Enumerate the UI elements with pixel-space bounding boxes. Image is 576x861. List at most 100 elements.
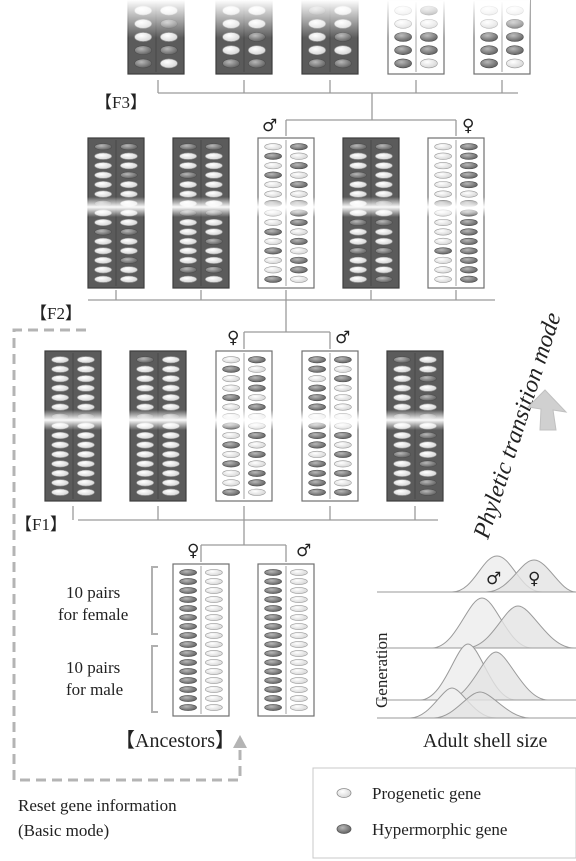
inset-male-symbol: ♂ xyxy=(486,569,501,589)
progenetic-gene xyxy=(334,460,352,468)
hypermorphic-gene xyxy=(419,479,437,487)
progenetic-gene xyxy=(205,659,223,666)
progenetic-gene xyxy=(205,704,223,711)
hypermorphic-gene xyxy=(264,228,282,236)
progenetic-gene xyxy=(94,152,112,160)
progenetic-gene xyxy=(77,356,95,364)
hypermorphic-gene xyxy=(290,256,308,264)
progenetic-gene xyxy=(77,460,95,468)
progenetic-gene xyxy=(51,375,69,383)
progenetic-gene xyxy=(51,441,69,449)
progenetic-gene xyxy=(162,365,180,373)
progenetic-gene xyxy=(264,237,282,245)
progenetic-gene xyxy=(419,384,437,392)
male-pairs-label-2: for male xyxy=(66,680,123,699)
progenetic-gene xyxy=(205,632,223,639)
progenetic-gene xyxy=(375,237,393,245)
hypermorphic-gene xyxy=(264,614,282,621)
hypermorphic-gene xyxy=(134,45,152,55)
progenetic-gene xyxy=(349,256,367,264)
hypermorphic-gene xyxy=(419,394,437,402)
hypermorphic-gene xyxy=(460,228,478,236)
progenetic-gene xyxy=(308,450,326,458)
hypermorphic-gene xyxy=(460,275,478,283)
progenetic-gene xyxy=(162,469,180,477)
progenetic-gene xyxy=(393,375,411,383)
inset-female-symbol: ♀ xyxy=(528,569,540,589)
progenetic-gene xyxy=(77,384,95,392)
progenetic-gene xyxy=(77,431,95,439)
hypermorphic-gene xyxy=(375,247,393,255)
progenetic-gene xyxy=(290,677,308,684)
hypermorphic-gene xyxy=(349,143,367,151)
hypermorphic-gene xyxy=(375,143,393,151)
hypermorphic-gene xyxy=(179,266,197,274)
progenetic-gene xyxy=(434,181,452,189)
hypermorphic-gene xyxy=(420,45,438,55)
hypermorphic-gene xyxy=(460,181,478,189)
progenetic-gene xyxy=(290,569,308,576)
progenetic-gene xyxy=(51,431,69,439)
hypermorphic-gene xyxy=(334,58,352,69)
progenetic-gene xyxy=(334,45,352,55)
panel-break xyxy=(254,197,318,217)
progenetic-gene xyxy=(264,143,282,151)
legend-progenetic-label: Progenetic gene xyxy=(372,784,481,803)
panel-break xyxy=(339,197,403,217)
progenetic-gene xyxy=(264,190,282,198)
progenetic-gene xyxy=(434,218,452,226)
progenetic-gene xyxy=(51,460,69,468)
progenetic-gene xyxy=(334,394,352,402)
hypermorphic-gene xyxy=(349,218,367,226)
hypermorphic-gene xyxy=(349,171,367,179)
progenetic-gene xyxy=(136,460,154,468)
progenetic-gene xyxy=(290,641,308,648)
female-pairs-label-2: for female xyxy=(58,605,128,624)
progenetic-gene xyxy=(290,228,308,236)
hypermorphic-gene xyxy=(375,218,393,226)
progenetic-gene xyxy=(434,228,452,236)
progenetic-gene xyxy=(51,365,69,373)
hypermorphic-gene xyxy=(308,460,326,468)
progenetic-gene xyxy=(94,266,112,274)
panel-break xyxy=(298,410,362,430)
progenetic-gene xyxy=(205,162,223,170)
panel-break xyxy=(169,197,233,217)
progenetic-gene xyxy=(290,668,308,675)
progenetic-gene xyxy=(120,247,138,255)
hypermorphic-gene xyxy=(179,659,197,666)
hypermorphic-gene xyxy=(290,237,308,245)
progenetic-gene xyxy=(349,275,367,283)
progenetic-gene xyxy=(120,152,138,160)
progenetic-gene xyxy=(205,181,223,189)
progenetic-gene xyxy=(162,375,180,383)
progenetic-gene xyxy=(419,356,437,364)
hypermorphic-gene xyxy=(179,596,197,603)
hypermorphic-gene xyxy=(480,58,498,69)
hypermorphic-gene xyxy=(308,431,326,439)
ancestor-female-symbol: ♀ xyxy=(187,541,199,561)
f2-panel-1 xyxy=(84,137,148,289)
progenetic-gene xyxy=(222,356,240,364)
progenetic-gene xyxy=(179,275,197,283)
progenetic-gene xyxy=(349,237,367,245)
hypermorphic-gene xyxy=(334,450,352,458)
progenetic-gene xyxy=(375,266,393,274)
progenetic-gene xyxy=(434,275,452,283)
hypermorphic-gene xyxy=(290,162,308,170)
progenetic-gene xyxy=(264,162,282,170)
hypermorphic-gene xyxy=(248,431,266,439)
progenetic-gene xyxy=(179,247,197,255)
legend: Progenetic gene Hypermorphic gene xyxy=(312,767,576,859)
hypermorphic-gene xyxy=(264,623,282,630)
hypermorphic-gene xyxy=(264,668,282,675)
progenetic-gene xyxy=(120,237,138,245)
progenetic-gene xyxy=(205,256,223,264)
progenetic-gene xyxy=(77,375,95,383)
progenetic-gene xyxy=(290,623,308,630)
progenetic-gene xyxy=(120,266,138,274)
progenetic-gene xyxy=(179,181,197,189)
hypermorphic-gene xyxy=(394,58,412,69)
hypermorphic-gene xyxy=(419,488,437,496)
hypermorphic-gene xyxy=(264,152,282,160)
